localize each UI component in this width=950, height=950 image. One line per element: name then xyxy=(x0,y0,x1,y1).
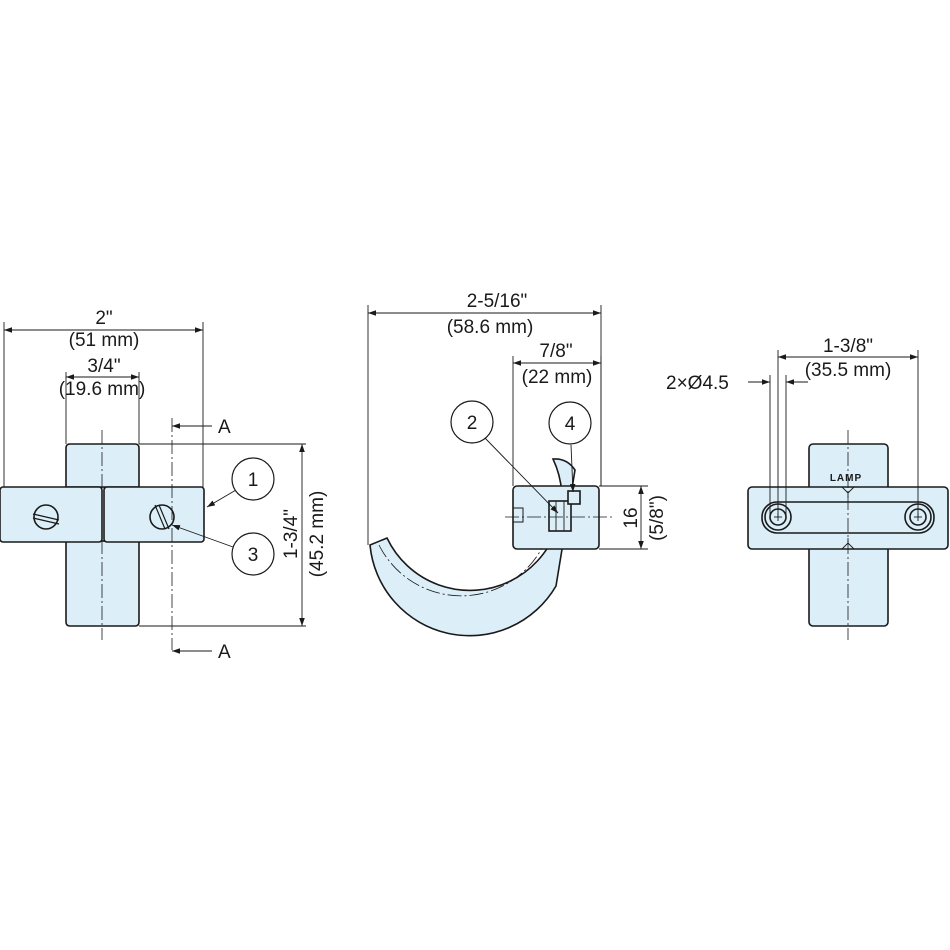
rear-spacing-in: 1-3/8" xyxy=(823,336,873,357)
callout-3-circle xyxy=(231,532,275,576)
rear-hole-spec: 2×Ø4.5 xyxy=(666,373,729,394)
front-height-mm: (45.2 mm) xyxy=(307,491,328,578)
section-a-top: A xyxy=(218,417,231,438)
front-view: 2" (51 mm) 3/4" (19.6 mm) 1-3/4" (45.2 m… xyxy=(0,308,328,663)
front-pitch-mm: (19.6 mm) xyxy=(59,379,146,400)
front-width-mm: (51 mm) xyxy=(69,330,140,351)
callout-2-circle xyxy=(450,400,494,444)
front-screw-right xyxy=(149,504,175,530)
side-base-mm: (22 mm) xyxy=(522,367,593,388)
section-a-bottom: A xyxy=(218,642,231,663)
side-thickness-mm: 16 xyxy=(621,507,642,528)
front-width-in: 2" xyxy=(95,308,112,329)
callout-1: 1 xyxy=(248,470,259,491)
side-thickness-in: (5/8") xyxy=(647,495,668,541)
callout-4: 4 xyxy=(565,414,576,435)
side-view: 2-5/16" (58.6 mm) 7/8" (22 mm) 16 (5/8")… xyxy=(367,291,668,637)
side-hook xyxy=(369,458,576,637)
callout-4-circle xyxy=(548,401,592,445)
callout-3: 3 xyxy=(248,545,259,566)
front-upper-block xyxy=(65,443,140,488)
front-screw-left xyxy=(32,504,60,530)
front-pitch-in: 3/4" xyxy=(87,356,120,377)
rear-brand-mark: LAMP xyxy=(830,473,862,484)
side-depth-mm: (58.6 mm) xyxy=(447,317,534,338)
callout-2: 2 xyxy=(467,413,478,434)
rear-spacing-mm: (35.5 mm) xyxy=(805,360,892,381)
callout-1-circle xyxy=(231,457,275,501)
rear-view: LAMP 1-3/8" (35.5 mm) 2×Ø4.5 xyxy=(666,336,949,640)
front-lower-block xyxy=(65,540,140,627)
side-base-in: 7/8" xyxy=(539,341,572,362)
side-depth-in: 2-5/16" xyxy=(467,291,528,312)
front-height-in: 1-3/4" xyxy=(281,509,302,559)
